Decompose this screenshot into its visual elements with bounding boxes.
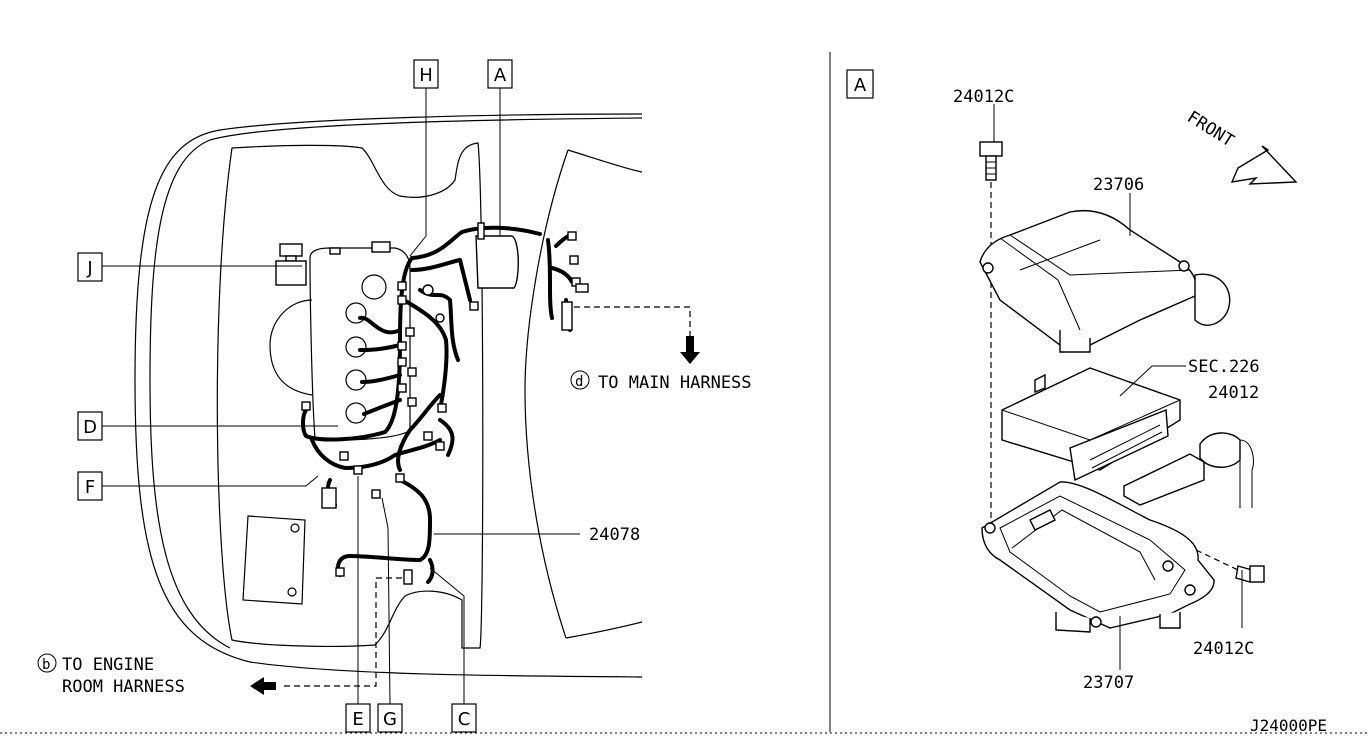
callout-c: C (451, 703, 477, 733)
arrow-to-engine (250, 677, 276, 695)
callout-a: A (487, 59, 513, 89)
cover-part-number: 23706 (1093, 175, 1144, 195)
callout-h: H (413, 59, 439, 89)
leader-lines-right (993, 104, 1186, 670)
to-engine-marker-circle (37, 653, 57, 673)
callout-g: G (377, 703, 403, 733)
to-engine-label-line2: ROOM HARNESS (62, 677, 185, 697)
battery-plate (242, 515, 306, 605)
callout-d: D (77, 411, 103, 441)
bolt-bottom-part-number: 24012C (1193, 639, 1254, 659)
callout-a-detail-text: A (854, 75, 867, 96)
bolt-top-part-number: 24012C (953, 87, 1014, 107)
j-component (275, 243, 307, 286)
bracket-23707 (981, 481, 1215, 633)
to-main-marker: d (575, 374, 583, 390)
ecm-box-left (475, 235, 519, 289)
callout-h-text: H (419, 65, 433, 86)
callout-e-text: E (352, 709, 363, 730)
callout-c-text: C (458, 709, 471, 730)
cover-23706 (979, 209, 1231, 353)
harness-part-number: 24078 (589, 525, 640, 545)
to-engine-label-line1: TO ENGINE (62, 655, 154, 675)
callout-a-text: A (494, 65, 507, 86)
section-reference: SEC.226 (1188, 357, 1260, 377)
bolt-top (979, 141, 1003, 181)
callout-d-text: D (83, 417, 97, 438)
bolt-bottom (1195, 549, 1265, 628)
callout-f-text: F (85, 477, 95, 498)
front-label: FRONT (1183, 107, 1237, 151)
diagram-code: J24000PE (1250, 716, 1327, 735)
callout-j: J (77, 252, 103, 282)
callout-e: E (345, 703, 371, 733)
front-arrow: FRONT (1183, 107, 1298, 185)
harness-connectors (301, 222, 589, 585)
callout-j-text: J (86, 258, 92, 279)
to-main-harness-label: TO MAIN HARNESS (598, 373, 752, 393)
to-main-marker-circle (570, 370, 590, 390)
connector-part-number: 24012 (1208, 383, 1259, 403)
vehicle-body-outline (134, 113, 643, 678)
ecu-module (1001, 367, 1254, 508)
leader-lines-left (102, 88, 580, 705)
callout-f: F (77, 471, 103, 501)
routing-dashes (280, 306, 691, 687)
to-engine-marker: b (42, 657, 50, 673)
callout-a-detail: A (846, 69, 874, 99)
arrow-to-main (680, 336, 700, 364)
bracket-part-number: 23707 (1083, 673, 1134, 693)
callout-g-text: G (383, 709, 397, 730)
